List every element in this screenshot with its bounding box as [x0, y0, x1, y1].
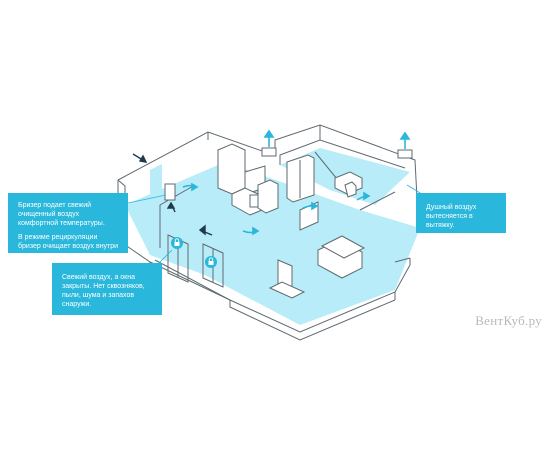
bedroom-wardrobe [286, 154, 315, 203]
exhaust-vent-kitchen [261, 147, 277, 157]
window-glass [150, 164, 162, 200]
closed-windows-callout-text: Свежий воздух, а окна закрыты. Нет сквоз… [62, 274, 145, 308]
lock-icon [171, 237, 183, 249]
breather-callout-text-2: В режиме рециркуляции бризер очищает воз… [18, 234, 119, 259]
breather-device [164, 183, 176, 201]
kitchen-unit [217, 143, 279, 216]
exhaust-callout-text: Душный воздух вытесняется в вытяжку. [426, 204, 477, 229]
living-sofa [317, 235, 366, 279]
lock-icon [205, 256, 217, 268]
bedroom-desk [334, 171, 363, 198]
fresh-air-arrow-icon [182, 182, 371, 236]
living-tv [268, 259, 306, 299]
exhaust-callout: Душный воздух вытесняется в вытяжку. [416, 193, 506, 233]
closed-windows-callout: Свежий воздух, а окна закрыты. Нет сквоз… [52, 263, 162, 315]
watermark: ВентКуб.ру [475, 313, 542, 328]
outside-air-arrow-icon [132, 153, 213, 236]
arrow-up-icon [263, 129, 411, 149]
apartment-floor [125, 148, 420, 325]
breather-callout-text-1: Бризер подает свежий очищенный воздух ко… [18, 202, 105, 227]
exhaust-vent-bedroom [397, 149, 413, 159]
breather-callout: Бризер подает свежий очищенный воздух ко… [8, 193, 128, 259]
